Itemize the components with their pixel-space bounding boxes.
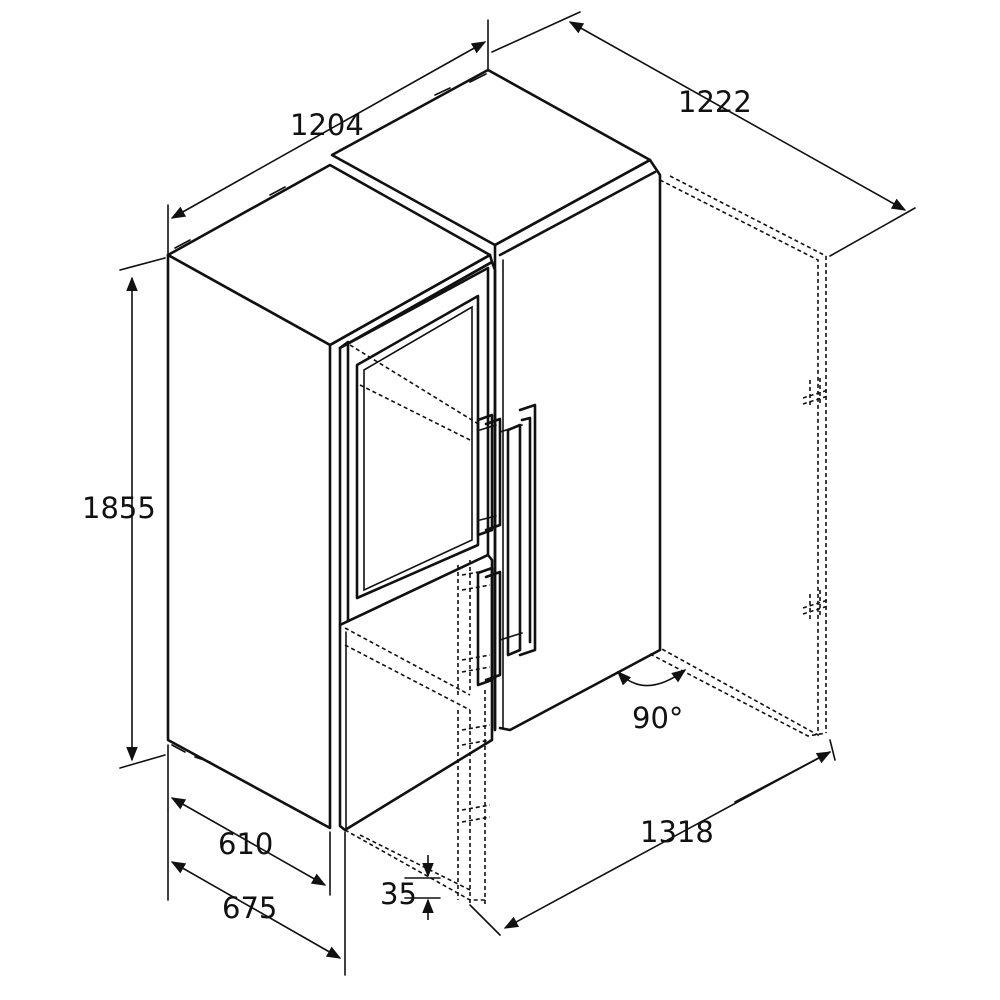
label-675: 675 [222,891,277,925]
open-door-outline [649,175,829,737]
left-door-swing-outline [344,344,491,905]
label-1204: 1204 [290,108,364,142]
label-1318: 1318 [640,815,714,849]
door-handles [476,403,537,687]
label-90-degree: 90° [632,701,683,735]
label-610: 610 [218,827,273,861]
label-1855: 1855 [82,491,156,525]
label-1222: 1222 [678,85,752,119]
door-angle-arc [616,669,687,687]
label-35: 35 [380,877,417,911]
left-wine-unit [166,163,497,830]
lower-drawer-door [338,553,494,832]
dimension-lines [119,11,916,976]
